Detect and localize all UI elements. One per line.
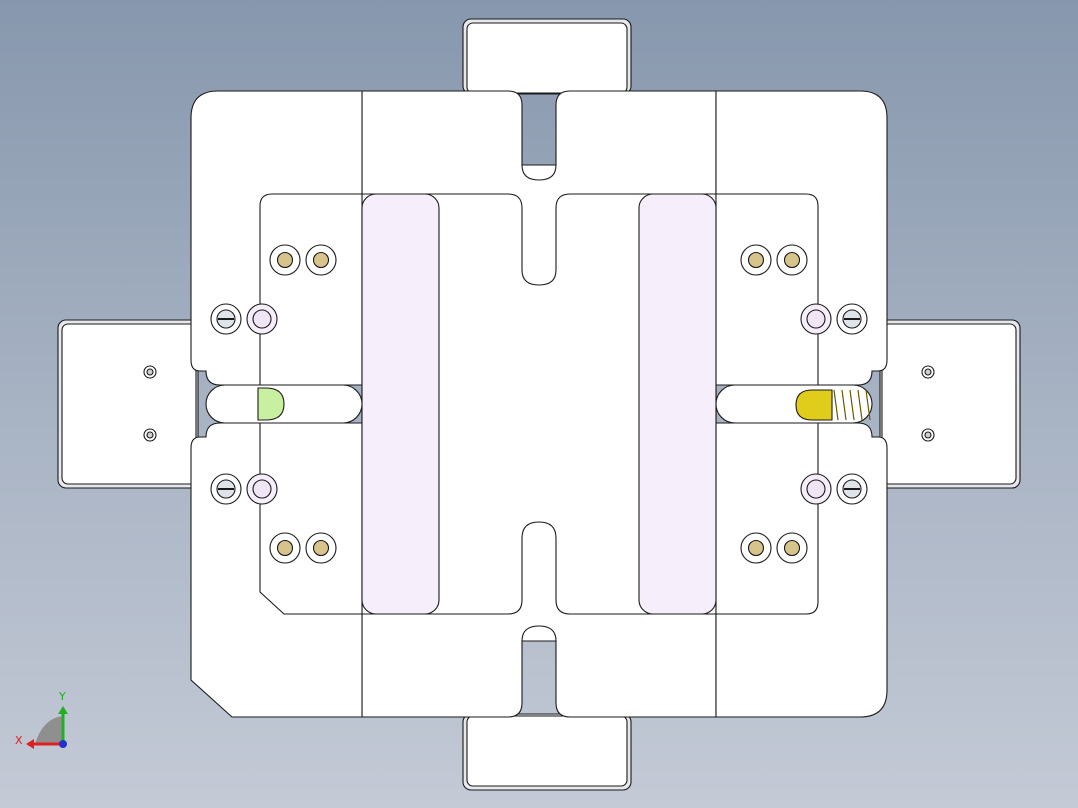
right-upper-block[interactable] bbox=[715, 90, 888, 386]
screw-icon bbox=[210, 303, 242, 335]
right-tab[interactable] bbox=[879, 319, 1021, 489]
dowel-pin-icon bbox=[305, 532, 337, 564]
dowel-pin-icon bbox=[269, 244, 301, 276]
counterbore-icon bbox=[246, 303, 278, 335]
screw-icon bbox=[836, 473, 868, 505]
triad-plane-marker bbox=[35, 716, 63, 744]
left-upper-block[interactable] bbox=[190, 90, 363, 386]
left-cap bbox=[257, 387, 285, 421]
x-axis-label: X bbox=[15, 734, 23, 747]
y-axis-arrowhead bbox=[58, 706, 68, 714]
left-tab[interactable] bbox=[57, 319, 199, 489]
x-axis-arrowhead bbox=[26, 739, 34, 749]
inner-frame bbox=[259, 193, 819, 615]
axis-triad: X Y bbox=[15, 690, 68, 749]
top-notch bbox=[521, 164, 557, 181]
right-spring bbox=[795, 389, 871, 421]
counterbore-icon bbox=[800, 303, 832, 335]
top-tab[interactable] bbox=[462, 18, 632, 95]
dowel-pin-icon bbox=[776, 244, 808, 276]
right-slot bbox=[715, 384, 873, 424]
y-axis-label: Y bbox=[58, 690, 66, 703]
right-pad bbox=[638, 193, 717, 615]
counterbore-icon bbox=[800, 473, 832, 505]
bottom-tab[interactable] bbox=[462, 713, 632, 791]
left-pad bbox=[361, 193, 440, 615]
counterbore-icon bbox=[246, 473, 278, 505]
dowel-pin-icon bbox=[740, 532, 772, 564]
dowel-pin-icon bbox=[776, 532, 808, 564]
dowel-pin-icon bbox=[740, 244, 772, 276]
screw-icon bbox=[836, 303, 868, 335]
z-axis-dot bbox=[59, 740, 67, 748]
dowel-pin-icon bbox=[305, 244, 337, 276]
screw-icon bbox=[210, 473, 242, 505]
bottom-notch bbox=[521, 625, 557, 642]
left-lower-block[interactable] bbox=[190, 422, 363, 718]
dowel-pin-icon bbox=[269, 532, 301, 564]
right-lower-block[interactable] bbox=[715, 422, 888, 718]
